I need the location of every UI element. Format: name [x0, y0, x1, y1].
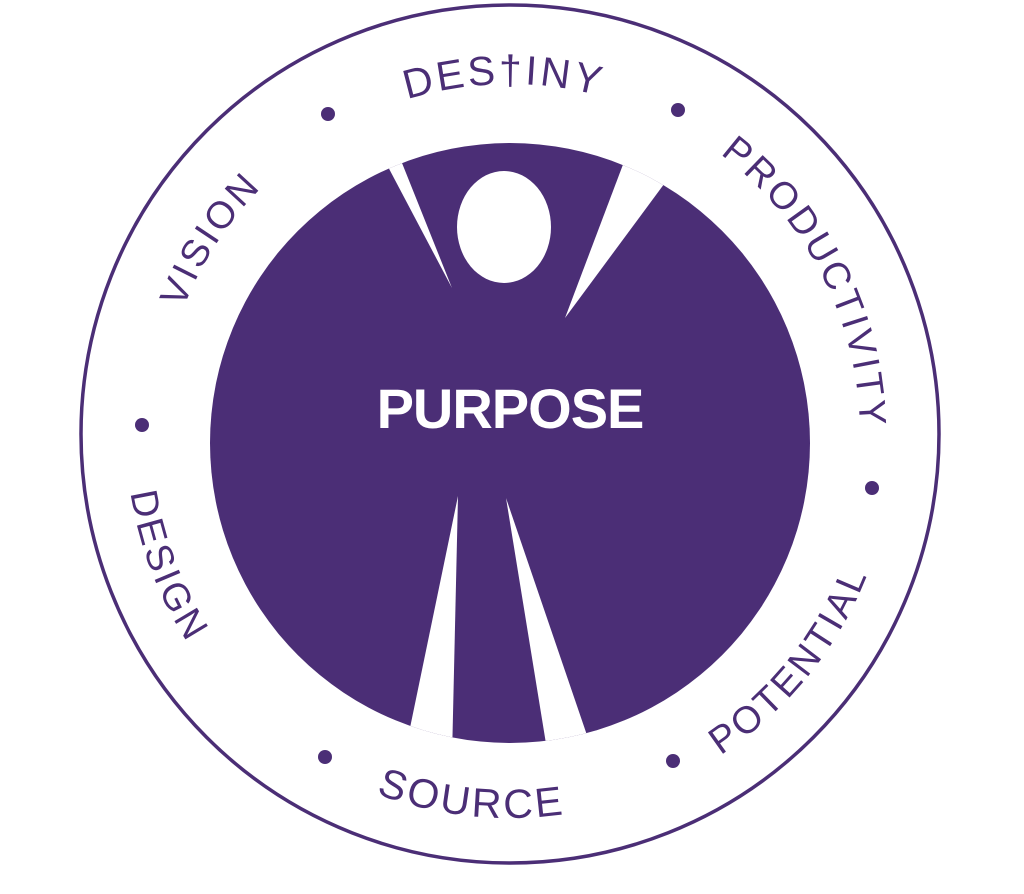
separator-dot: [135, 418, 149, 432]
figure-right-arm-slit: [565, 146, 670, 318]
purpose-disc: [210, 143, 810, 743]
figure-left-arm-slit: [376, 144, 452, 288]
separator-dots: [135, 103, 879, 768]
figure-head: [457, 171, 551, 283]
separator-dot: [865, 481, 879, 495]
separator-dot: [321, 107, 335, 121]
outer-ring-circle: [79, 3, 941, 865]
figure-right-leg-slit: [506, 498, 590, 743]
ring-word-destiny: DES†INY: [398, 47, 609, 108]
ring-word-vision: VISION: [153, 164, 269, 312]
figure-left-leg-slit: [405, 496, 458, 743]
separator-dot: [666, 754, 680, 768]
purpose-label: PURPOSE: [377, 377, 644, 440]
ring-word-source: SOURCE: [373, 759, 567, 827]
separator-dot: [671, 103, 685, 117]
separator-dot: [318, 750, 332, 764]
person-arms-raised-icon: [376, 144, 670, 743]
ring-word-design: DESIGN: [121, 486, 216, 649]
